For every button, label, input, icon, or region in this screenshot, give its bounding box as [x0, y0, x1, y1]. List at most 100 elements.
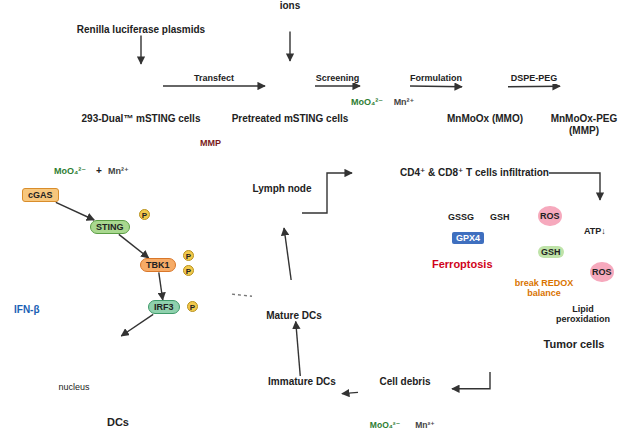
mmp-graphic-part [602, 99, 605, 102]
ions-graphic-part [284, 21, 291, 28]
dc-graphic-part [222, 150, 224, 152]
mature-graphic [275, 281, 313, 310]
cell-shape [265, 61, 315, 111]
dc-graphic-part [218, 161, 219, 164]
phospho-mark: P [183, 250, 194, 261]
mmp-graphic-part [578, 72, 581, 75]
node-label: MoO₄²⁻ [345, 97, 389, 107]
mmo-graphic-part [488, 83, 506, 101]
dc-graphic-part [35, 322, 37, 334]
node-label: CD4⁺ & CD8⁺ T cells infiltration [400, 167, 549, 179]
dc-graphic-part [210, 156, 213, 157]
label-holder: Pretreated mSTING cells [215, 113, 365, 125]
cell: 293-Dual™ mSTING cells [119, 64, 163, 108]
lymph-node: Lymph node [262, 198, 302, 228]
mmp-graphic-part [585, 68, 586, 72]
ion-mix-shape [268, 12, 312, 32]
arrow [289, 32, 290, 62]
node-label: MnMoOx (MMO) [445, 113, 525, 125]
cell-graphic [121, 66, 161, 106]
tumor-graphic-part [410, 306, 430, 326]
node-label: TBK1 [146, 260, 170, 270]
molecule-label: ATP↓ [584, 226, 606, 236]
ion-label: MoO₄²⁻ [54, 166, 86, 176]
mmp-graphic-part [567, 84, 582, 99]
tumor-graphic-part [423, 313, 426, 316]
tumor-graphic [341, 200, 625, 370]
ions-graphic [274, 13, 309, 30]
mmp-graphic-part [573, 99, 574, 103]
dc-graphic-part [24, 242, 44, 282]
ions-graphic-part [302, 20, 309, 27]
mmp-graphic-part [574, 79, 578, 80]
dc-graphic-part [32, 319, 40, 325]
mmp-graphic-part [595, 81, 596, 85]
dotk-graphic [399, 81, 410, 92]
arrow [56, 202, 94, 220]
cell: Pretreated mSTING cells [265, 61, 315, 111]
tumor-graphic-part [354, 214, 436, 244]
mmo-graphic-part [477, 73, 495, 91]
arrow [549, 173, 600, 200]
nanoparticle-shape [560, 64, 608, 108]
process-label: Ferroptosis [432, 258, 493, 271]
peg-chain [534, 54, 552, 58]
mmp-graphic-part [578, 86, 581, 89]
arrow [452, 372, 490, 389]
dc-graphic-part [223, 156, 226, 157]
arrow [410, 85, 462, 87]
plasmid-graphic-part [133, 5, 149, 21]
arrow [284, 228, 291, 280]
debris-graphic-part [417, 395, 423, 401]
node-label: DCs [88, 416, 148, 429]
label-holder: Mn²⁺ [389, 97, 419, 107]
mmp-graphic-part [566, 97, 569, 100]
ros-mark: ROS [590, 262, 614, 282]
tumor-graphic-part [527, 323, 545, 333]
node-label: nucleus [14, 382, 134, 392]
mmp-graphic [562, 68, 608, 105]
mmp-graphic-part [573, 79, 574, 83]
node-label: Pretreated mSTING cells [215, 113, 365, 125]
mmo-graphic-part [465, 81, 483, 99]
dotg-graphic-part [361, 80, 374, 93]
dc-graphic [7, 148, 229, 412]
dc-graphic-part [48, 242, 68, 282]
dc-graphic-part [36, 242, 56, 282]
node-label: Lymph node [242, 183, 322, 195]
tumor-graphic-part [341, 200, 625, 370]
edge-label: Screening [315, 73, 361, 83]
node-label: ions [268, 0, 312, 12]
immature-graphic-part [299, 399, 306, 406]
ions-graphic-part [274, 22, 281, 29]
cell-debris: Cell debris [358, 376, 452, 402]
label-holder: Tumor cells [532, 338, 616, 351]
mmp-graphic-part [604, 92, 608, 93]
molecule-label: GSH [490, 212, 510, 222]
mmp-graphic-part [589, 86, 604, 101]
nanoparticle: MnMoOx-PEG (MMP) [560, 64, 608, 108]
lymph-graphic-part [275, 205, 281, 211]
tcell-graphic [354, 163, 394, 183]
ros-mark: ROS [538, 206, 562, 226]
dc-graphic-part [222, 160, 224, 162]
tumor-graphic-part [347, 326, 361, 346]
tumor-graphic-part [412, 302, 420, 310]
tcell-graphic-part [374, 163, 394, 183]
mmp-graphic-part [582, 90, 586, 91]
dotk-graphic-part [399, 81, 410, 92]
plasmid-shape [66, 2, 216, 24]
arrow [159, 272, 163, 300]
plasmid-graphic [133, 5, 149, 21]
arrow [119, 234, 149, 258]
node-label: 293-Dual™ mSTING cells [66, 113, 216, 125]
glow-graphic-part [265, 61, 315, 111]
tumor-graphic-part [422, 302, 430, 309]
peg-chain [526, 62, 544, 66]
arrow [140, 36, 141, 65]
phospho-mark: P [187, 301, 198, 312]
plus-sign: + [96, 165, 102, 177]
label-holder: Lymph node [242, 183, 322, 195]
